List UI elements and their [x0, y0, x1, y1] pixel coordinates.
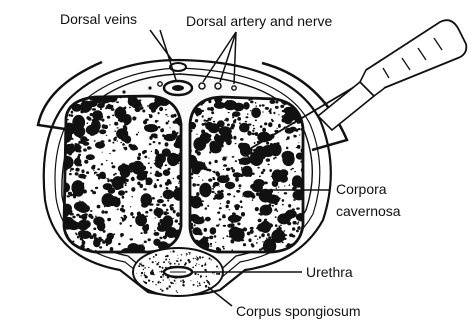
- label-urethra: Urethra: [306, 264, 353, 280]
- label-corpus-spongiosum: Corpus spongiosum: [236, 303, 361, 319]
- label-corpora-cavernosa-line2: cavernosa: [336, 203, 401, 219]
- right-corpus-cavernosum: [185, 92, 309, 255]
- left-corpus-cavernosum: [58, 92, 188, 258]
- label-dorsal-artery-nerve: Dorsal artery and nerve: [186, 13, 333, 29]
- label-corpora-cavernosa-line1: Corpora: [336, 181, 387, 197]
- label-dorsal-veins: Dorsal veins: [60, 11, 137, 27]
- syringe-needle-icon: [248, 20, 466, 150]
